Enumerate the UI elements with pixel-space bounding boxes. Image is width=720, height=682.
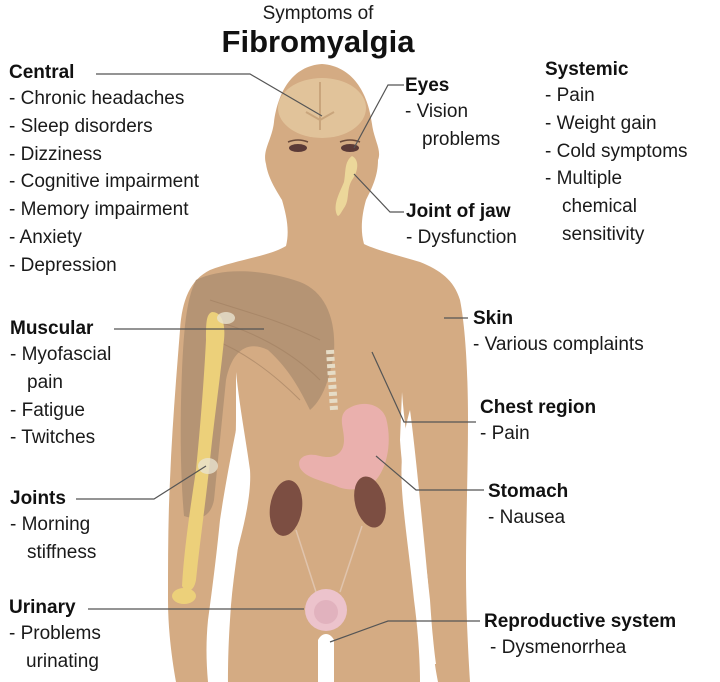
- symptom-item: - Morning: [10, 514, 91, 535]
- symptom-item: - Various complaints: [473, 334, 644, 355]
- symptom-item: - Nausea: [488, 507, 566, 528]
- leader-chest: [371, 351, 476, 423]
- left-kidney: [269, 480, 303, 536]
- group-systemic: Systemic - Pain - Weight gain - Cold sym…: [545, 58, 688, 249]
- symptom-item: - Cognitive impairment: [9, 171, 200, 193]
- symptom-item: - Pain: [545, 85, 595, 106]
- heading-jaw: Joint of jaw: [406, 201, 511, 222]
- shoulder-joint: [217, 312, 235, 324]
- legs-gap: [318, 634, 334, 682]
- heading-systemic: Systemic: [545, 59, 629, 80]
- symptom-item: - Dysmenorrhea: [490, 637, 627, 658]
- heading-muscular: Muscular: [10, 318, 94, 339]
- symptom-item: - Chronic headaches: [9, 88, 185, 109]
- left-eye: [289, 144, 307, 152]
- symptom-item: - Problems: [9, 623, 101, 644]
- arm-bone: [182, 312, 225, 591]
- symptom-item: - Fatigue: [10, 399, 85, 421]
- symptom-item: - Myofascial: [10, 344, 112, 365]
- symptom-item: problems: [422, 128, 501, 150]
- leader-stomach: [375, 455, 484, 491]
- arm-gap-left: [213, 372, 251, 660]
- heading-stomach: Stomach: [488, 481, 569, 502]
- symptom-item: - Vision: [405, 101, 469, 122]
- wrist-joint: [172, 588, 196, 604]
- symptom-item: - Sleep disorders: [9, 115, 153, 137]
- group-eyes: Eyes - Vision problems: [405, 74, 500, 154]
- symptom-item: - Multiple: [545, 168, 623, 190]
- symptom-item: - Weight gain: [545, 112, 657, 134]
- symptom-item: - Twitches: [10, 427, 96, 449]
- symptom-item: - Cold symptoms: [545, 140, 688, 162]
- group-reproductive: Reproductive system - Dysmenorrhea: [484, 610, 676, 662]
- heading-urinary: Urinary: [9, 597, 76, 618]
- group-skin: Skin - Various complaints: [473, 307, 644, 359]
- group-urinary: Urinary - Problems urinating: [9, 596, 101, 676]
- heading-eyes: Eyes: [405, 75, 450, 96]
- group-stomach: Stomach - Nausea: [488, 480, 568, 532]
- leader-eyes: [353, 84, 404, 149]
- symptom-item: - Dizziness: [9, 143, 102, 165]
- symptom-item: pain: [27, 371, 63, 393]
- brain: [278, 78, 366, 138]
- leader-reproductive: [329, 620, 480, 643]
- heading-reproductive: Reproductive system: [484, 611, 677, 632]
- group-muscular: Muscular - Myofascial pain - Fatigue - T…: [10, 317, 111, 452]
- group-chest: Chest region - Pain: [480, 396, 596, 448]
- symptom-item: - Pain: [480, 423, 530, 444]
- group-central: Central - Chronic headaches - Sleep diso…: [9, 61, 199, 280]
- heading-chest: Chest region: [480, 397, 597, 418]
- leader-lines: [76, 73, 484, 643]
- symptom-item: - Depression: [9, 254, 117, 276]
- brain-fissure: [305, 82, 335, 130]
- leader-central: [96, 73, 323, 117]
- right-eye: [341, 144, 359, 152]
- heading-skin: Skin: [473, 308, 514, 329]
- symptom-item: stiffness: [27, 541, 97, 563]
- symptom-item: - Memory impairment: [9, 199, 189, 221]
- group-jaw: Joint of jaw - Dysfunction: [406, 200, 517, 252]
- title-main: Fibromyalgia: [221, 24, 415, 59]
- group-joints: Joints - Morning stiffness: [10, 487, 96, 567]
- title-subtitle: Symptoms of: [262, 3, 374, 24]
- symptom-item: chemical: [562, 196, 637, 218]
- stomach: [299, 403, 389, 490]
- symptom-item: sensitivity: [562, 223, 645, 245]
- arm-gap-right: [400, 392, 436, 664]
- symptom-item: urinating: [26, 650, 99, 672]
- leader-joints: [76, 465, 207, 500]
- leader-jaw: [353, 173, 404, 213]
- right-kidney: [354, 476, 386, 528]
- symptom-item: - Dysfunction: [406, 227, 517, 248]
- heading-central: Central: [9, 62, 75, 83]
- jaw-bone: [335, 156, 358, 216]
- spine-vertebrae: [326, 349, 338, 411]
- symptom-item: - Anxiety: [9, 226, 82, 248]
- elbow-joint: [198, 458, 218, 474]
- heading-joints: Joints: [10, 488, 66, 509]
